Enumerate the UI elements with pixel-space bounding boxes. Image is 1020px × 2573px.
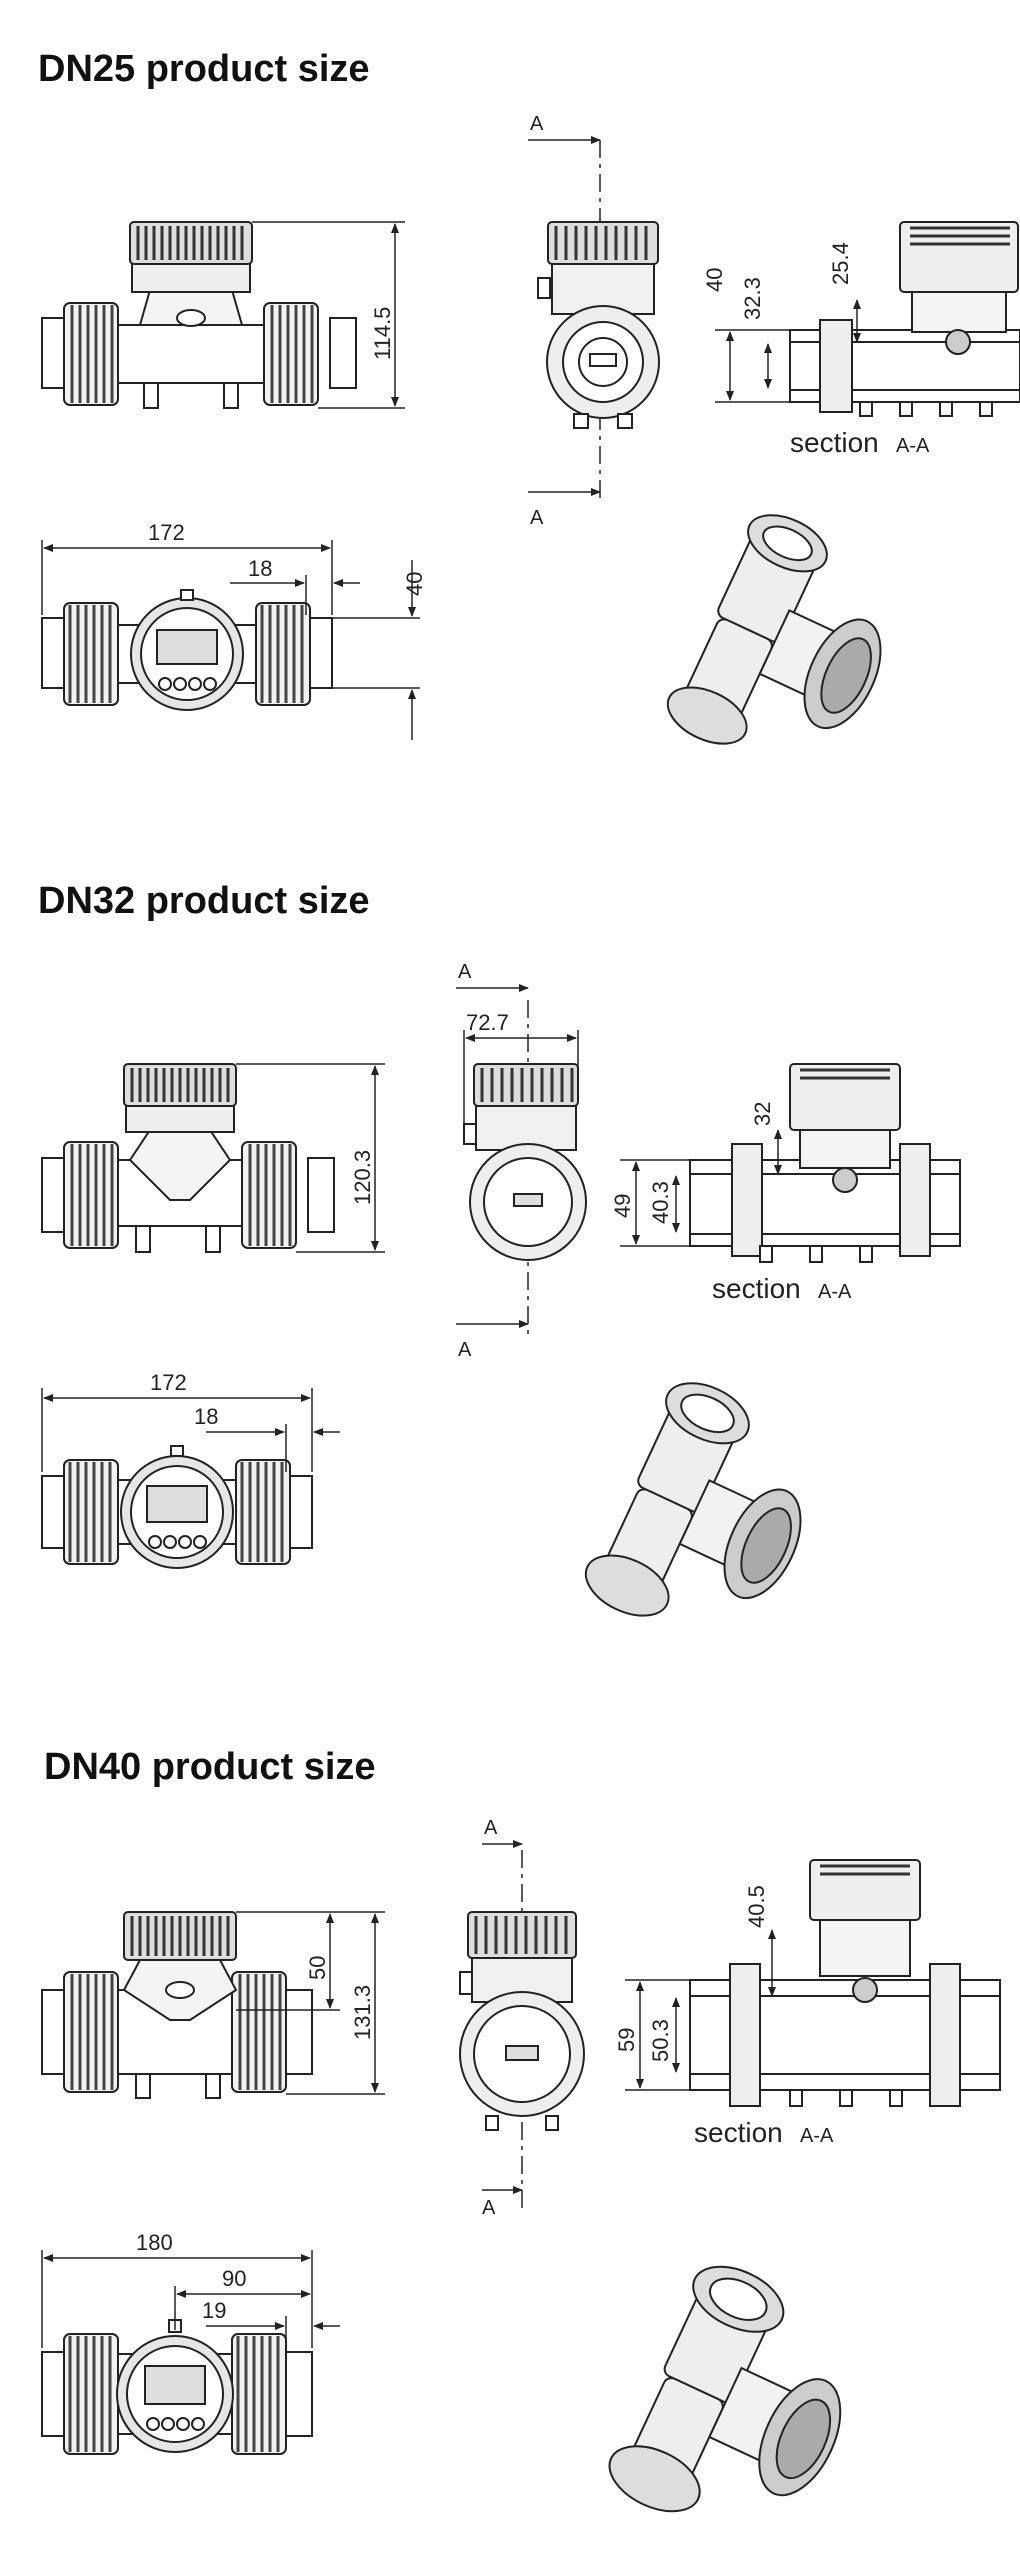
front-view — [41, 221, 357, 409]
length-offset-dim: 19 — [202, 2298, 226, 2323]
length-total-dim: 172 — [148, 520, 185, 545]
section-caption-suffix: A-A — [818, 1281, 852, 1303]
isometric-view — [666, 514, 882, 745]
section-title: DN40 product size — [44, 1746, 376, 1788]
section-view — [789, 221, 1020, 417]
side-view — [537, 140, 660, 500]
dn40-drawing: 131.3 50 A A — [41, 1817, 1001, 2513]
section-caption-suffix: A-A — [800, 2125, 834, 2147]
section-inner-dim: 32.3 — [740, 277, 765, 320]
length-total-dim: 172 — [150, 1370, 187, 1395]
height-dim-label: 120.3 — [350, 1150, 375, 1205]
section-caption: section — [694, 2117, 783, 2148]
dn25-drawing: 114.5 A A — [41, 113, 1020, 745]
length-total-dim: 180 — [136, 2230, 173, 2255]
section-caption: section — [712, 1273, 801, 1304]
isometric-view — [584, 1382, 802, 1617]
height-dimension — [236, 1063, 385, 1253]
section-title: DN25 product size — [38, 48, 370, 90]
section-inner-dim: 40.3 — [648, 1181, 673, 1224]
section-outer-dim: 59 — [614, 2028, 639, 2052]
section-top-dim: 25.4 — [828, 242, 853, 285]
section-outer-dim: 49 — [610, 1194, 635, 1218]
side-view — [459, 1850, 585, 2210]
section-dimensions — [625, 1929, 776, 2091]
length-offset-dim: 18 — [194, 1404, 218, 1429]
cut-line-markers — [528, 136, 601, 496]
section-title: DN32 product size — [38, 880, 370, 922]
height-dim-label: 114.5 — [370, 307, 395, 360]
isometric-view — [608, 2265, 842, 2513]
section-dimensions — [620, 1129, 782, 1247]
section-dimensions — [715, 299, 861, 403]
length-dimensions — [41, 540, 420, 740]
front-view — [41, 1063, 335, 1253]
top-view — [41, 2319, 313, 2455]
cut-line-markers — [482, 1840, 523, 2194]
height-dimension — [252, 221, 405, 409]
top-view — [41, 589, 333, 711]
section-inner-dim: 50.3 — [648, 2019, 673, 2062]
length-mid-dim: 90 — [222, 2266, 246, 2291]
side-width-dimension — [463, 1030, 579, 1130]
section-caption-suffix: A-A — [896, 435, 930, 457]
side-width-dim: 72.7 — [466, 1010, 509, 1035]
section-dn25: DN25 product size — [0, 0, 1020, 840]
front-view — [41, 1911, 313, 2099]
cut-label-top: A — [530, 113, 544, 135]
section-top-dim: 40.5 — [744, 1885, 769, 1928]
cut-label-bottom: A — [530, 507, 544, 529]
dn32-drawing: 120.3 72.7 A — [41, 961, 961, 1617]
section-view — [689, 1063, 961, 1263]
section-outer-dim: 40 — [702, 268, 727, 292]
length-offset-dim: 18 — [248, 556, 272, 581]
section-caption: section — [790, 427, 879, 458]
top-view — [41, 1445, 313, 1569]
height-dim-label: 131.3 — [350, 1985, 375, 2040]
side-dim: 40 — [402, 572, 427, 596]
height-dimension — [236, 1911, 385, 2095]
upper-dim-label: 50 — [305, 1956, 330, 1980]
length-dimensions — [41, 1388, 340, 1472]
side-view — [463, 1000, 587, 1340]
length-dimensions — [41, 2250, 340, 2348]
section-dn40: DN40 product size — [0, 1690, 1020, 2573]
section-top-dim: 32 — [750, 1102, 775, 1126]
section-dn32: DN32 product size — [0, 840, 1020, 1690]
cut-line-markers — [456, 984, 529, 1328]
cut-label-bottom: A — [482, 2197, 496, 2219]
cut-label-top: A — [458, 961, 472, 983]
cut-label-bottom: A — [458, 1339, 472, 1361]
cut-label-top: A — [484, 1817, 498, 1839]
section-view — [689, 1859, 1001, 2107]
